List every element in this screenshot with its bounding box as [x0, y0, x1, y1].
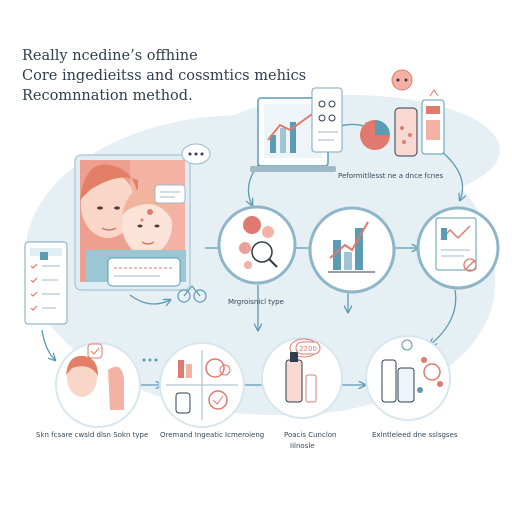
- settings-document-icon: [311, 87, 343, 153]
- ingredients-node: [159, 342, 245, 428]
- caption-ingredients: Oremand Ingeatic Icmeroieng: [160, 431, 265, 439]
- caption-product-recs: Poacis Cunclon: [284, 431, 337, 439]
- decorative-dots: [142, 358, 158, 362]
- skin-type-node: [217, 205, 297, 285]
- caption-product-recs-2: Iilnosle: [290, 442, 315, 450]
- cycle-icon: [177, 285, 207, 303]
- caption-performance: Peformitllesst ne a dnce fcnes: [338, 172, 444, 180]
- products-node: [261, 337, 343, 419]
- percentage-bubble-icon: 2200: [295, 341, 321, 355]
- bubble-text: 2200: [299, 345, 317, 353]
- title-line-1: Really ncedine’s offhine: [22, 48, 198, 64]
- face-illustration-panel: [74, 154, 191, 291]
- report-node: [416, 206, 500, 290]
- caption-skin-analysis: Skn fcsare cwsld dlsn Sokn type: [36, 431, 149, 439]
- background-blob: [200, 95, 500, 205]
- title-line-3: Recomnnation method.: [22, 88, 193, 104]
- skin-analysis-node: [55, 342, 141, 428]
- page-title: Really ncedine’s offhine Core ingedieits…: [22, 46, 306, 106]
- caption-solutions: Exlntleleed dne sslsgses: [372, 431, 458, 439]
- chat-bubble-icon: [181, 143, 211, 165]
- cosmetics-products-icon: [360, 69, 445, 157]
- checklist-document-icon: [24, 241, 68, 325]
- solutions-node: [365, 335, 451, 421]
- title-line-2: Core ingedieitss and cossmtics mehics: [22, 68, 307, 84]
- caption-skin-type-node: Mrgroisnicl type: [228, 298, 284, 306]
- analytics-node: [308, 206, 396, 294]
